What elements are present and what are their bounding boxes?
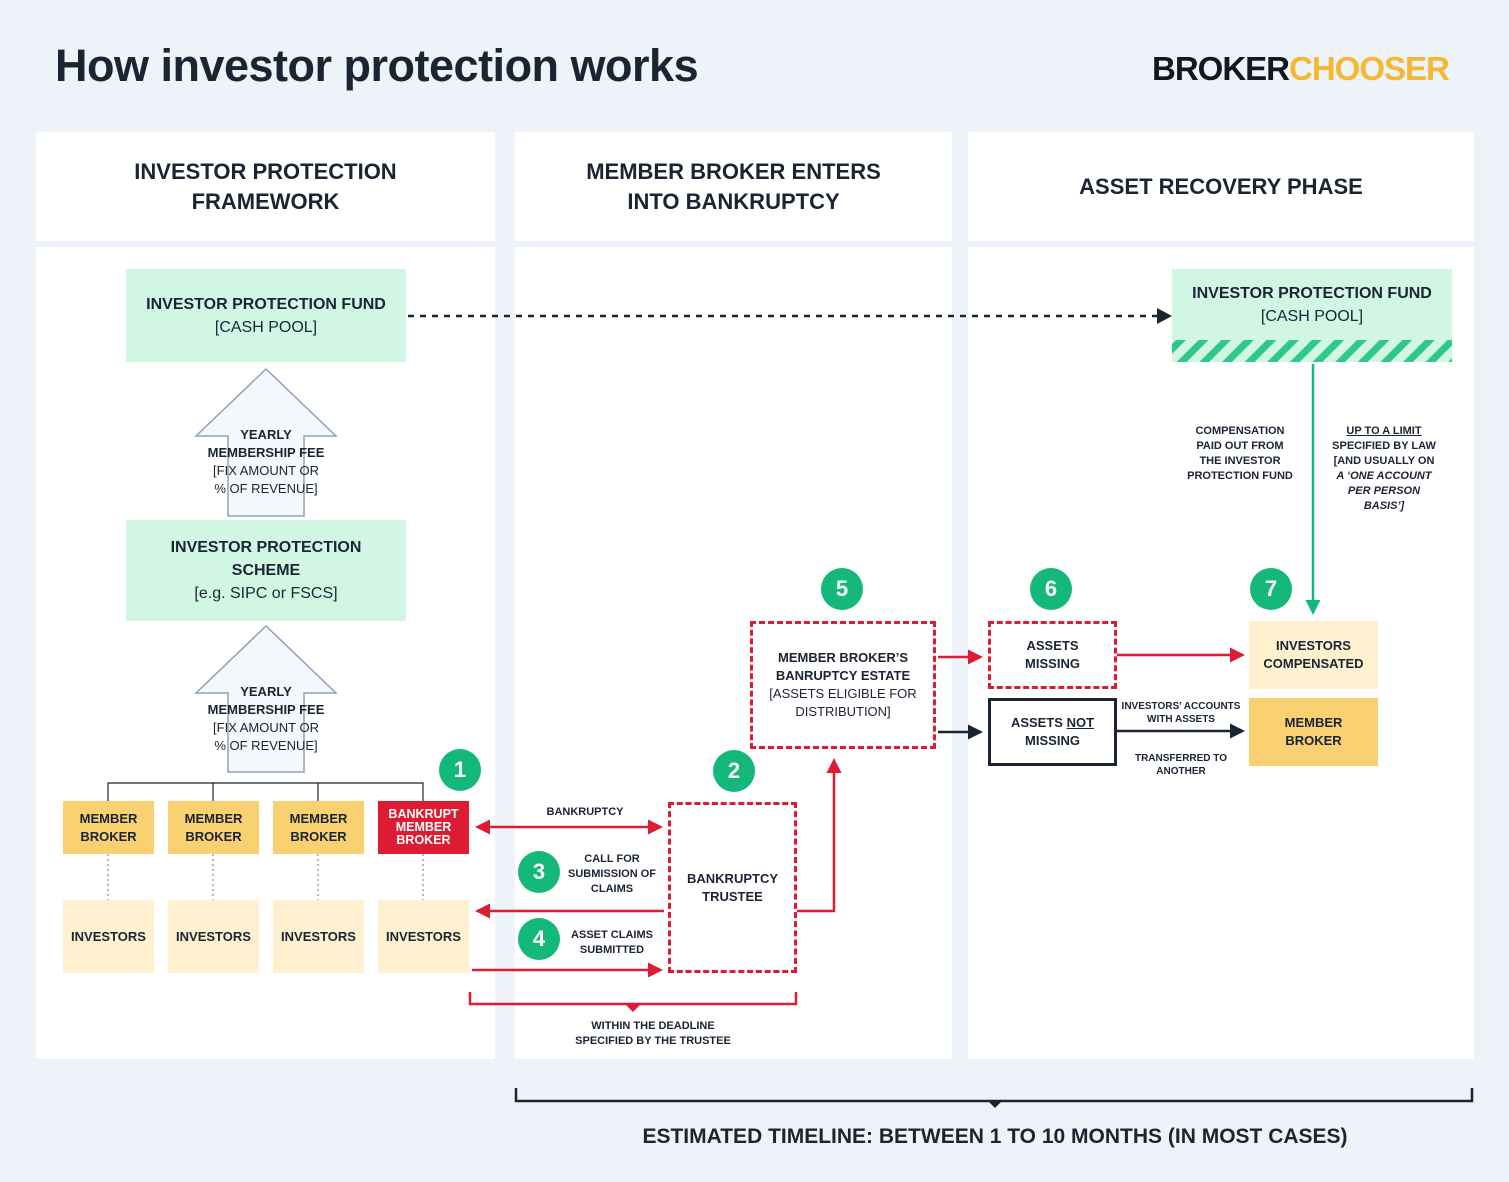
bankruptcy-label: BANKRUPTCY	[546, 806, 624, 818]
investor-protection-fund-left: INVESTOR PROTECTION FUND [CASH POOL]	[126, 269, 406, 362]
investor-protection-scheme: INVESTOR PROTECTION SCHEME [e.g. SIPC or…	[126, 520, 406, 621]
fee-arrow-lower	[194, 624, 338, 773]
step-6-badge: 6	[1030, 568, 1072, 610]
investor-protection-fund-right: INVESTOR PROTECTION FUND [CASH POOL]	[1172, 269, 1452, 340]
investors-1: INVESTORS	[63, 900, 154, 973]
step-2-badge: 2	[713, 750, 755, 792]
timeline-label: ESTIMATED TIMELINE: BETWEEN 1 TO 10 MONT…	[642, 1125, 1348, 1148]
step-4-badge: 4	[518, 918, 560, 960]
fee-label-upper: YEARLY MEMBERSHIP FEE [FIX AMOUNT OR % O…	[207, 427, 325, 496]
page-title: How investor protection works	[55, 40, 699, 91]
step-3-badge: 3	[518, 851, 560, 893]
limit-label: UP TO A LIMIT SPECIFIED BY LAW [AND USUA…	[1332, 425, 1436, 512]
bankruptcy-estate: MEMBER BROKER’S BANRUPTCY ESTATE [ASSETS…	[750, 621, 936, 749]
step-5-badge: 5	[821, 568, 863, 610]
fee-label-lower: YEARLY MEMBERSHIP FEE [FIX AMOUNT OR % O…	[207, 684, 325, 753]
compensation-paid-label: COMPENSATION PAID OUT FROM THE INVESTOR …	[1187, 425, 1293, 482]
column-header-recovery: ASSET RECOVERY PHASE	[968, 132, 1474, 241]
step-1-badge: 1	[439, 749, 481, 791]
investors-2: INVESTORS	[168, 900, 259, 973]
investors-4: INVESTORS	[378, 900, 469, 973]
fee-arrow-upper	[194, 367, 338, 517]
brokerchooser-logo: BROKERCHOOSER	[1152, 50, 1450, 87]
step-7-badge: 7	[1250, 568, 1292, 610]
investors-3: INVESTORS	[273, 900, 364, 973]
assets-not-missing: ASSETS NOT MISSING	[988, 698, 1117, 766]
